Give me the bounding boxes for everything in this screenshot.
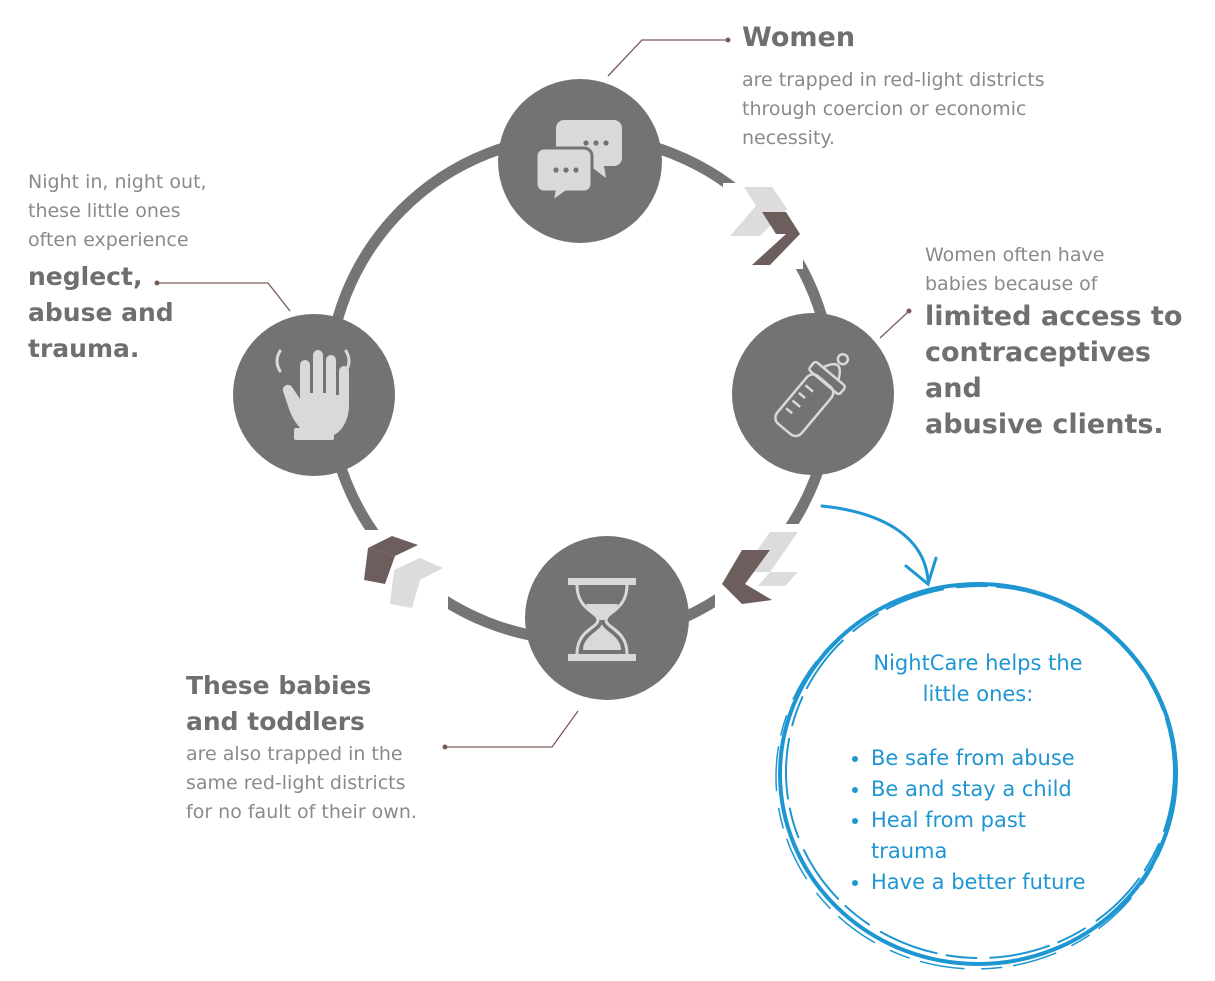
nightcare-heading: NightCare helps the little ones:	[828, 648, 1128, 710]
speech-bubbles-icon	[534, 120, 622, 206]
women-body-line-2: through coercion or economic	[742, 98, 1027, 120]
babies-because-intro-line-1: Women often have	[925, 244, 1105, 266]
neglect-bold-line-2: abuse and	[28, 298, 174, 327]
women-title: Women	[742, 22, 856, 53]
chevron-arrow-top-right	[723, 183, 803, 269]
neglect-bold-line-3: trauma.	[28, 334, 140, 363]
nightcare-heading-line-2: little ones:	[922, 682, 1034, 706]
nightcare-heading-line-1: NightCare helps the	[873, 651, 1083, 675]
babies-trapped-title-line-1: These babies	[186, 671, 372, 700]
babies-trapped-body-line-1: are also trapped in the	[186, 743, 403, 765]
nightcare-item: Be and stay a child	[871, 774, 1123, 805]
chevron-arrow-bottom-right	[715, 524, 809, 610]
babies-because-intro-line-2: babies because of	[925, 273, 1098, 295]
chevron-arrow-bottom-left	[362, 530, 448, 612]
neglect-intro-line-3: often experience	[28, 229, 189, 251]
women-body-line-1: are trapped in red-light districts	[742, 69, 1045, 91]
raised-hand-icon	[275, 349, 351, 440]
nightcare-item: Have a better future	[871, 867, 1123, 898]
neglect-label: Night in, night out, these little ones o…	[28, 168, 268, 367]
node-babies-because	[732, 313, 894, 475]
neglect-intro-line-2: these little ones	[28, 200, 181, 222]
baby-bottle-icon	[774, 352, 850, 438]
babies-trapped-body-line-3: for no fault of their own.	[186, 801, 417, 823]
nightcare-arrow	[820, 504, 938, 587]
neglect-bold-line-1: neglect,	[28, 262, 143, 291]
babies-trapped-label: These babies and toddlers are also trapp…	[186, 668, 486, 827]
neglect-intro-line-1: Night in, night out,	[28, 171, 207, 193]
nightcare-item: Be safe from abuse	[871, 743, 1123, 774]
connector-babies-trapped	[442, 710, 579, 750]
babies-because-bold-line-3: abusive clients.	[925, 409, 1164, 440]
babies-because-bold-line-1: limited access to	[925, 301, 1183, 332]
babies-trapped-body-line-2: same red-light districts	[186, 772, 406, 794]
connector-neglect	[154, 280, 291, 312]
babies-because-bold-line-2: contraceptives and	[925, 337, 1152, 404]
connector-babies-because	[879, 308, 912, 339]
women-body-line-3: necessity.	[742, 127, 835, 149]
women-label: Women are trapped in red-light districts…	[742, 20, 1102, 153]
babies-trapped-title-line-2: and toddlers	[186, 707, 365, 736]
nightcare-list: Be safe from abuse Be and stay a child H…	[843, 743, 1123, 898]
babies-because-label: Women often have babies because of limit…	[925, 241, 1210, 443]
connector-women	[607, 37, 731, 77]
hourglass-icon	[568, 578, 636, 661]
nightcare-item: Heal from past trauma	[871, 805, 1071, 867]
nightcare-circle	[775, 582, 1178, 970]
